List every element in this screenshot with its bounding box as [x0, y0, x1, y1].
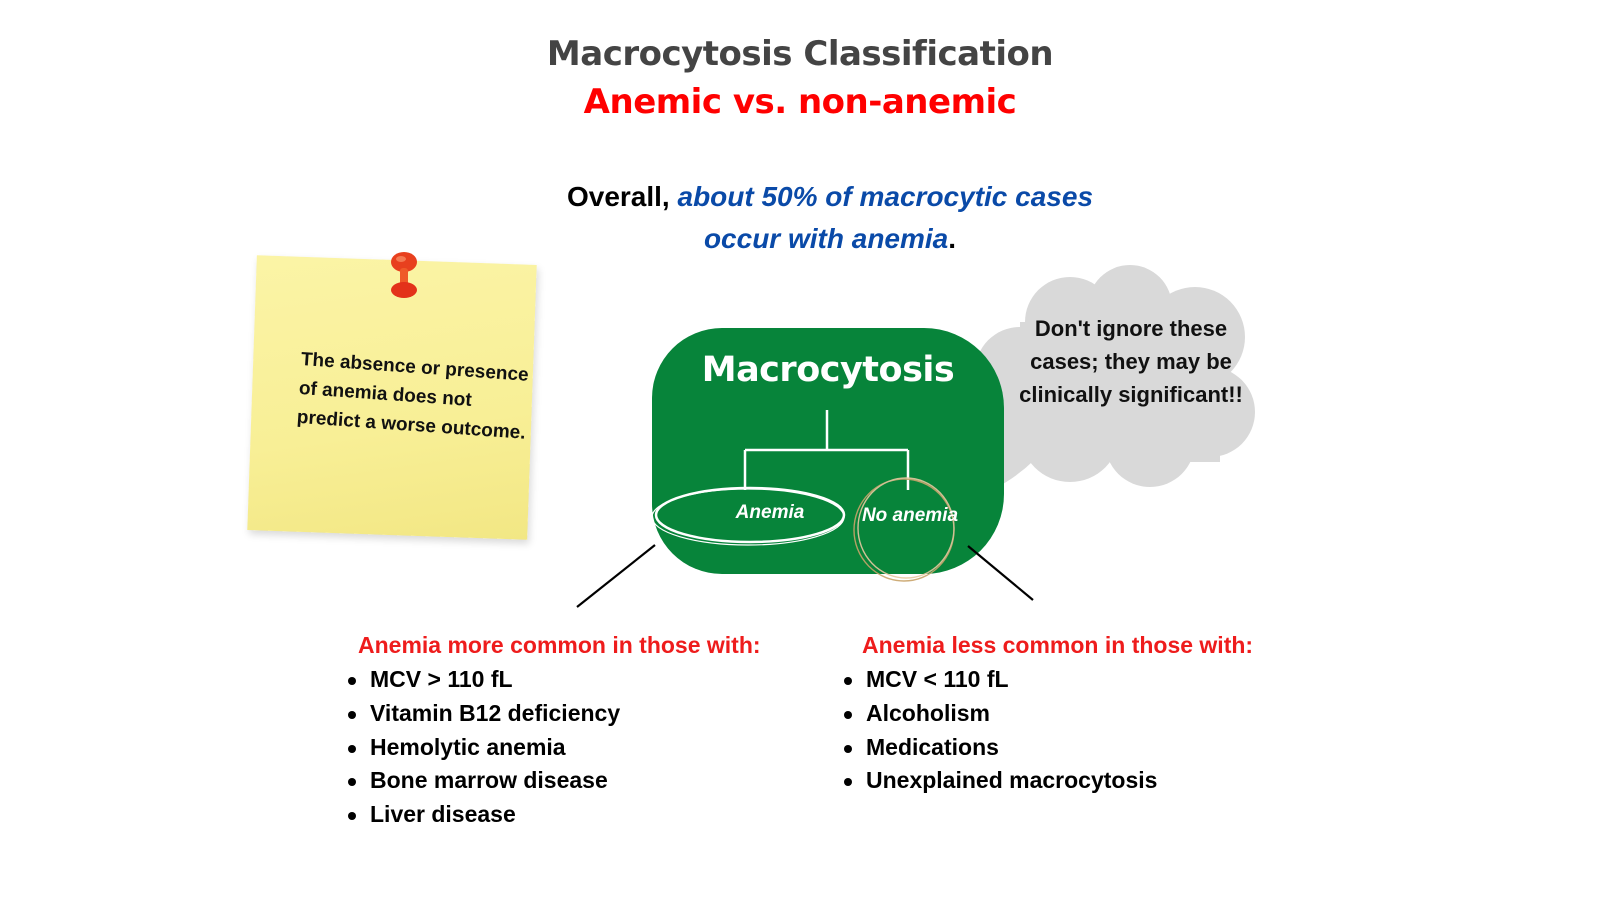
branch-anemia: Anemia: [735, 502, 805, 523]
list-item: MCV > 110 fL: [346, 663, 620, 697]
page-subtitle: Anemic vs. non-anemic: [583, 82, 1017, 122]
pushpin-icon: [391, 252, 417, 298]
list-item: Vitamin B12 deficiency: [346, 697, 620, 731]
sticky-note-text: The absence or presence of anemia does n…: [296, 348, 530, 444]
summary-end: .: [948, 223, 957, 254]
anemia-less-common-heading: Anemia less common in those with:: [862, 632, 1254, 658]
summary-highlight: about 50% of macrocytic cases occur with…: [677, 181, 1094, 254]
list-item: Alcoholism: [842, 697, 1157, 731]
speech-bubble-text: Don't ignore these cases; they may be cl…: [1019, 316, 1243, 407]
anemia-less-common-list: MCV < 110 fL Alcoholism Medications Unex…: [842, 663, 1157, 798]
list-item: MCV < 110 fL: [842, 663, 1157, 697]
list-item: Hemolytic anemia: [346, 731, 620, 765]
summary-lead: Overall,: [566, 181, 678, 212]
anemia-more-common-list: MCV > 110 fL Vitamin B12 deficiency Hemo…: [346, 663, 620, 832]
root-node: Macrocytosis: [701, 350, 955, 390]
list-item: Unexplained macrocytosis: [842, 764, 1157, 798]
speech-bubble: [968, 265, 1255, 500]
page-title: Macrocytosis Classification: [546, 34, 1054, 74]
list-item: Medications: [842, 731, 1157, 765]
branch-no-anemia: No anemia: [861, 505, 959, 526]
anemia-more-common-heading: Anemia more common in those with:: [358, 632, 761, 658]
list-item: Liver disease: [346, 798, 620, 832]
summary-statement: Overall, about 50% of macrocytic cases o…: [560, 176, 1100, 260]
list-item: Bone marrow disease: [346, 764, 620, 798]
